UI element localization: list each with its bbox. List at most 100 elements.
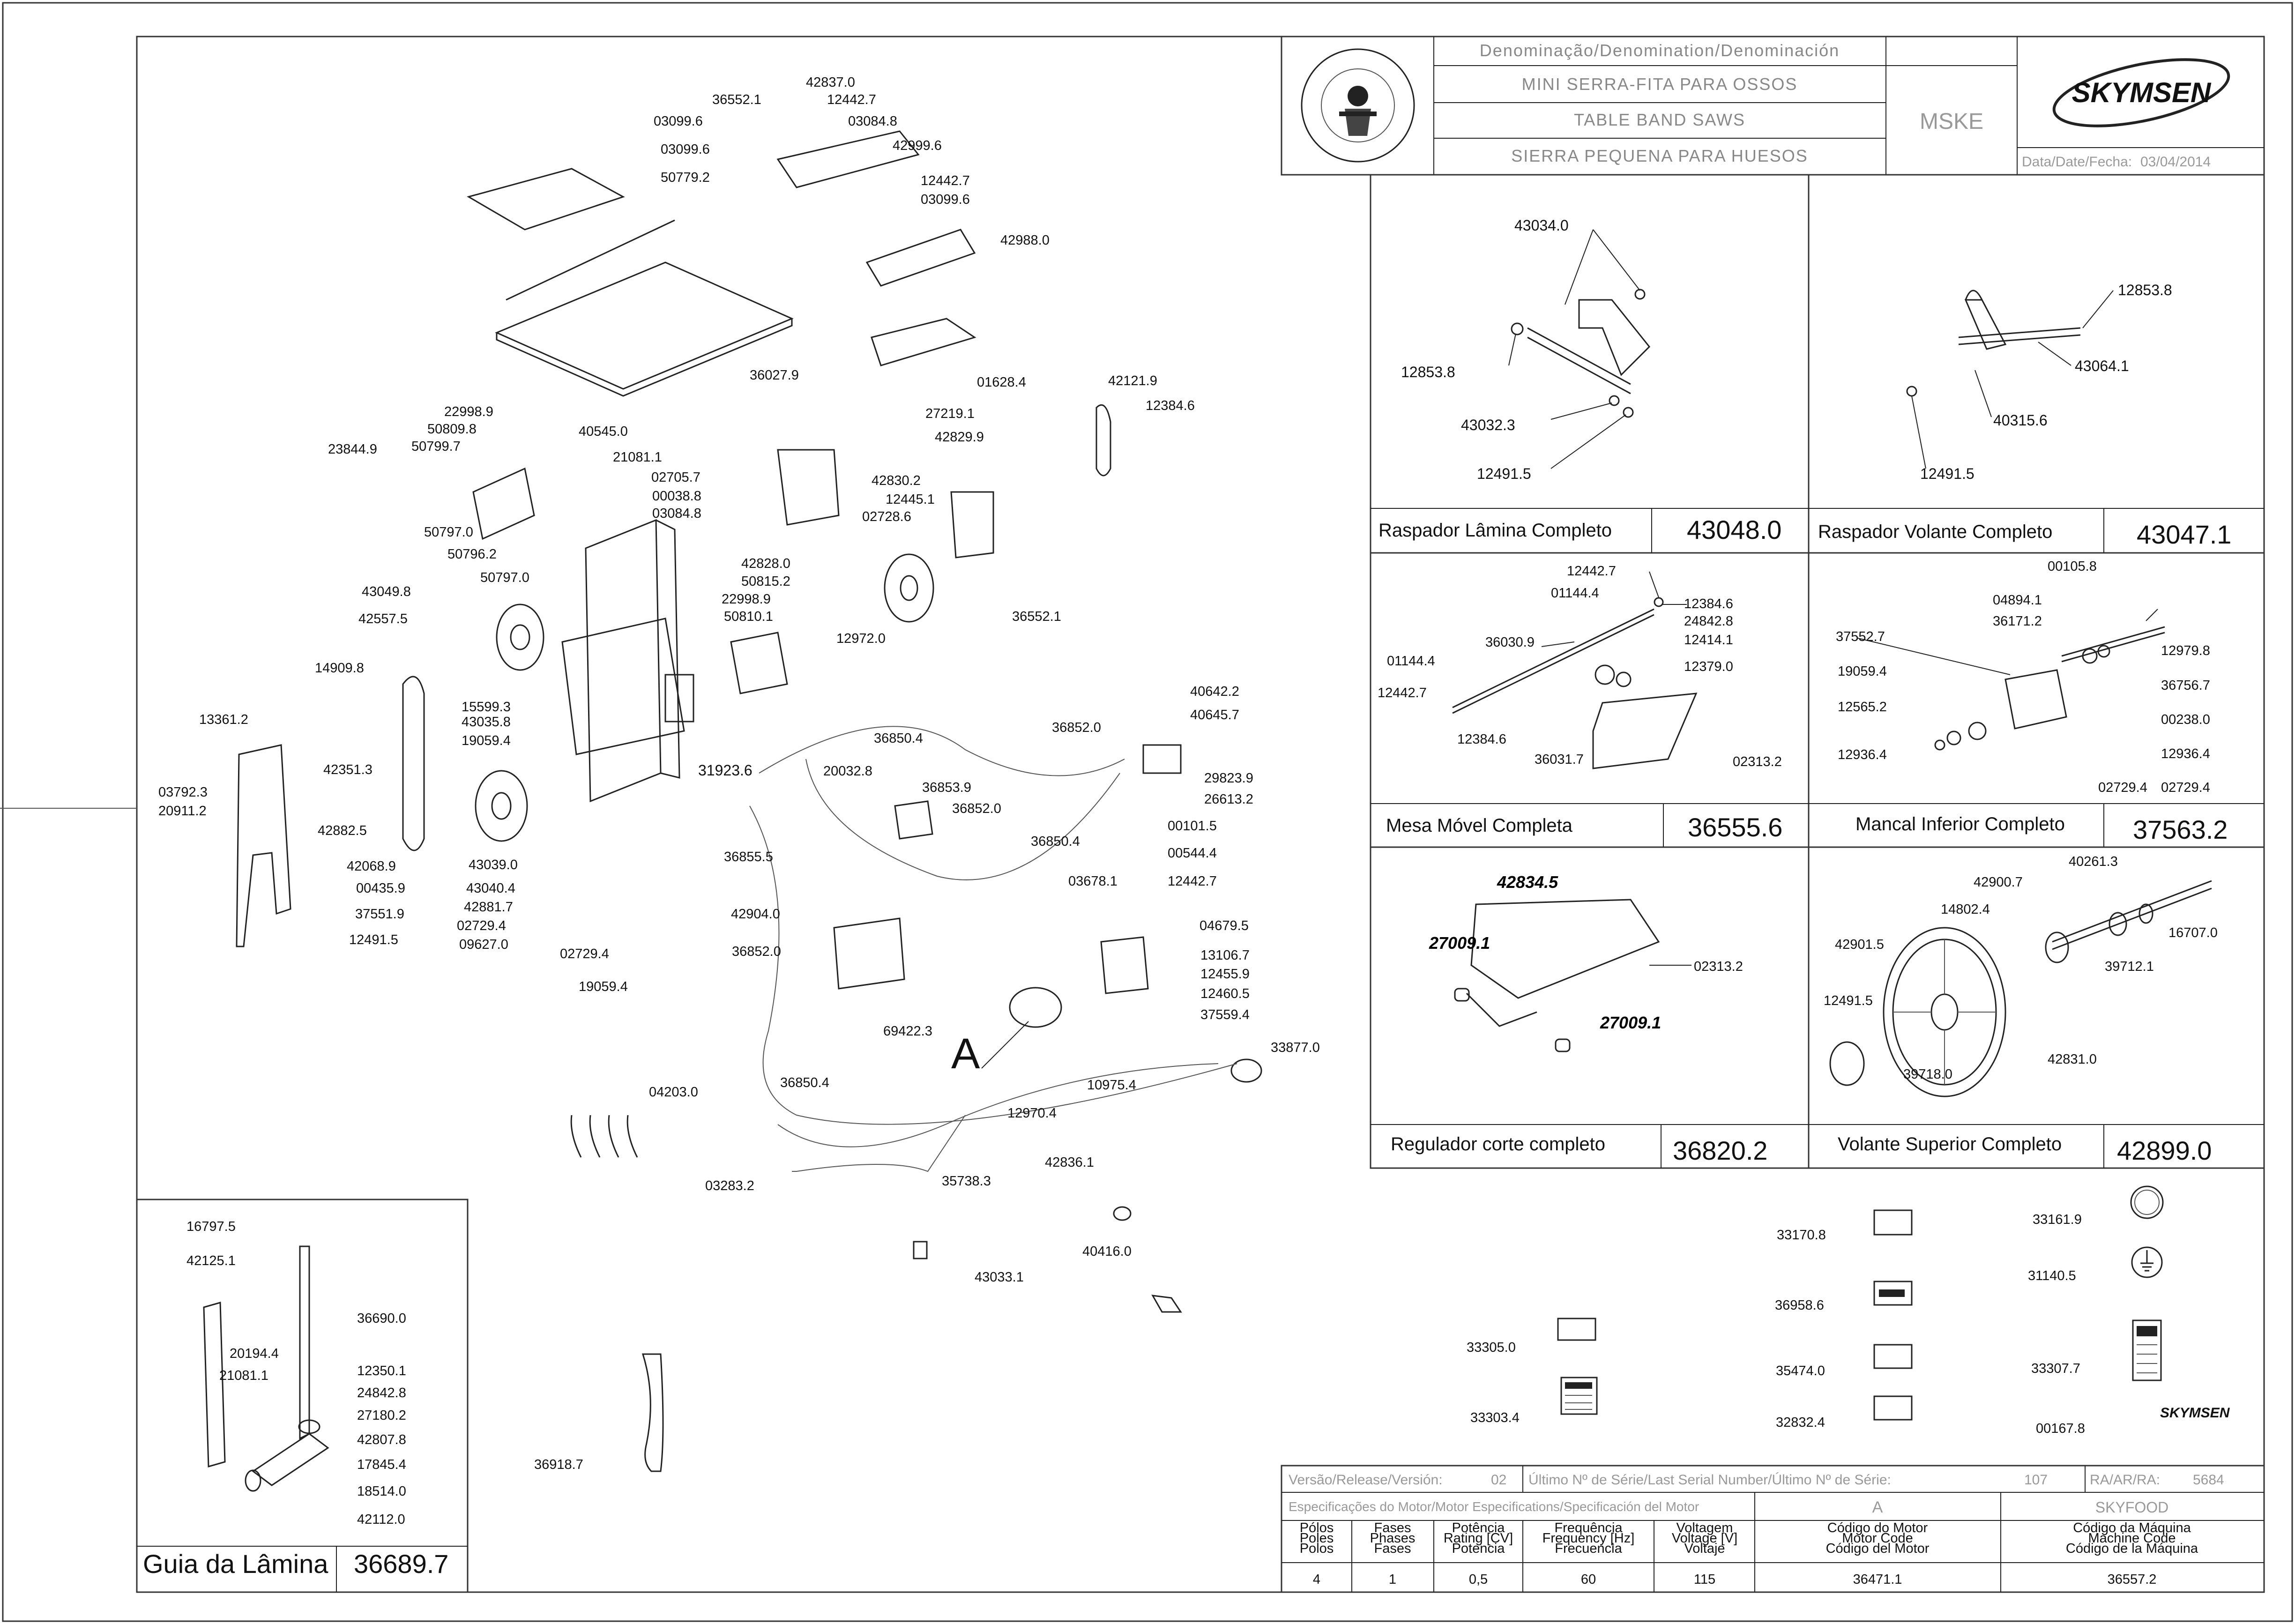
part-callout: 00435.9 bbox=[356, 881, 405, 896]
panel-caption: Regulador corte completo bbox=[1391, 1134, 1605, 1155]
panel-caption: Volante Superior Completo bbox=[1838, 1134, 2062, 1155]
callout: 12853.8 bbox=[1401, 364, 1455, 380]
blade-guide-box: Guia da Lâmina 36689.7 bbox=[136, 1199, 469, 1593]
part-callout: 12384.6 bbox=[1146, 398, 1195, 413]
callout: 12414.1 bbox=[1684, 633, 1733, 648]
panel-caption: Raspador Volante Completo bbox=[1818, 521, 2052, 542]
motor-col-value: 1 bbox=[1389, 1572, 1396, 1587]
callout: 19059.4 bbox=[1838, 664, 1887, 679]
callout: 43064.1 bbox=[2075, 358, 2129, 374]
part-callout: 13106.7 bbox=[1200, 948, 1250, 963]
label-callout: 00167.8 bbox=[2036, 1421, 2085, 1436]
part-callout: 42999.6 bbox=[893, 138, 942, 153]
model-code: MSKE bbox=[1920, 109, 1983, 134]
guide-code: 36689.7 bbox=[354, 1549, 448, 1579]
panel-code: 43047.1 bbox=[2137, 520, 2231, 549]
part-callout: 03099.6 bbox=[921, 192, 970, 207]
part-callout: 09627.0 bbox=[459, 937, 508, 952]
part-callout: 50799.7 bbox=[411, 439, 461, 454]
panel-wheel-scraper: 12853.8 43064.1 40315.6 12491.5 Raspador… bbox=[1818, 282, 2231, 549]
panel-upper-wheel: 40261.3 42900.7 14802.4 16707.0 42901.5 … bbox=[1824, 854, 2218, 1165]
callout: 36756.7 bbox=[2161, 678, 2210, 693]
callout: 39718.0 bbox=[1903, 1067, 1952, 1082]
callout: 12384.6 bbox=[1684, 596, 1733, 611]
part-callout: 26613.2 bbox=[1204, 792, 1253, 807]
motor-col-header: Código del Motor bbox=[1826, 1541, 1930, 1556]
part-callout: 42068.9 bbox=[347, 859, 396, 874]
date-value: 03/04/2014 bbox=[2140, 154, 2211, 170]
part-callout: 36852.0 bbox=[952, 801, 1001, 816]
part-callout: 02729.4 bbox=[560, 946, 609, 961]
callout: 42834.5 bbox=[1497, 872, 1558, 892]
label-callout: 32832.4 bbox=[1776, 1415, 1825, 1430]
motor-col-header: Código de la Máquina bbox=[2066, 1541, 2198, 1556]
callout: 04894.1 bbox=[1993, 593, 2042, 608]
part-callout: 12455.9 bbox=[1200, 967, 1250, 982]
callout: 40261.3 bbox=[2069, 854, 2118, 869]
title-header: Denominação/Denomination/Denominación bbox=[1480, 41, 1840, 60]
motor-col-header: Poles bbox=[1300, 1531, 1334, 1546]
part-callout: 20911.2 bbox=[158, 804, 207, 819]
part-callout: 12442.7 bbox=[921, 173, 970, 188]
callout: 12491.5 bbox=[1477, 465, 1531, 482]
callout: 12936.4 bbox=[2161, 746, 2210, 761]
part-callout: 43049.8 bbox=[362, 584, 411, 599]
guide-callout: 27180.2 bbox=[357, 1408, 406, 1423]
panel-caption: Mesa Móvel Completa bbox=[1386, 815, 1573, 836]
callout: 36171.2 bbox=[1993, 614, 2042, 629]
part-callout: 02729.4 bbox=[457, 918, 506, 933]
callout: 02313.2 bbox=[1694, 959, 1743, 974]
panel-caption: Mancal Inferior Completo bbox=[1855, 814, 2065, 834]
motor-col-header: Voltage [V] bbox=[1672, 1531, 1737, 1546]
part-callout: 15599.3 bbox=[462, 700, 511, 715]
callout: 02729.4 bbox=[2098, 780, 2147, 795]
main-exploded-view: A bbox=[236, 130, 1262, 1472]
label-callout: 31140.5 bbox=[2028, 1268, 2076, 1283]
part-callout: 23844.9 bbox=[328, 442, 377, 457]
part-callout: 50815.2 bbox=[741, 574, 790, 589]
part-callout: 12442.7 bbox=[1168, 874, 1217, 889]
part-callout: 12970.4 bbox=[1007, 1106, 1057, 1121]
part-callout: 29823.9 bbox=[1204, 771, 1253, 786]
guide-callout: 36690.0 bbox=[357, 1311, 406, 1326]
label-callout: 33303.4 bbox=[1470, 1410, 1520, 1425]
part-callout: 50809.8 bbox=[427, 422, 477, 437]
part-callout: 19059.4 bbox=[579, 979, 628, 994]
callout: 16707.0 bbox=[2168, 925, 2218, 940]
callout: 12979.8 bbox=[2161, 643, 2210, 658]
callout: 27009.1 bbox=[1600, 1013, 1661, 1032]
panel-caption: Raspador Lâmina Completo bbox=[1378, 520, 1612, 541]
part-callout: 50797.0 bbox=[480, 570, 529, 585]
callout: 02729.4 bbox=[2161, 780, 2210, 795]
part-callout: 03678.1 bbox=[1068, 874, 1118, 889]
title-block: Denominação/Denomination/Denominación MI… bbox=[1281, 36, 2265, 176]
motor-col-header: Frecuencia bbox=[1555, 1541, 1622, 1556]
motor-col-header: Voltaje bbox=[1684, 1541, 1725, 1556]
part-callout: 12445.1 bbox=[886, 492, 935, 507]
part-callout: 14909.8 bbox=[315, 661, 364, 676]
part-callout: 36552.1 bbox=[1012, 609, 1061, 624]
motor-col-header: Machine Code bbox=[2088, 1531, 2176, 1546]
part-callout: 43035.8 bbox=[462, 715, 511, 730]
part-callout: 20032.8 bbox=[823, 764, 872, 779]
part-callout: 50796.2 bbox=[447, 547, 497, 562]
callout: 00105.8 bbox=[2048, 559, 2097, 574]
part-callout: 42828.0 bbox=[741, 556, 790, 571]
part-callout: 50810.1 bbox=[724, 609, 773, 624]
serial-value: 107 bbox=[2024, 1472, 2048, 1488]
motor-col-header: Rating [CV] bbox=[1444, 1531, 1513, 1546]
part-callout: 42830.2 bbox=[872, 473, 921, 488]
part-callout: 36853.9 bbox=[922, 780, 971, 795]
guide-callout: 42112.0 bbox=[357, 1512, 405, 1527]
motor-letter: A bbox=[951, 1030, 980, 1078]
motor-spec-label: Especificações do Motor/Motor Especifica… bbox=[1289, 1499, 1699, 1514]
guide-callout: 42807.8 bbox=[357, 1432, 406, 1447]
version-label: Versão/Release/Versión: bbox=[1289, 1472, 1443, 1488]
part-callout: 43040.4 bbox=[466, 881, 515, 896]
part-callout: 01628.4 bbox=[977, 375, 1026, 390]
part-callout: 37551.9 bbox=[355, 907, 404, 922]
part-callout: 36852.0 bbox=[1052, 720, 1101, 735]
